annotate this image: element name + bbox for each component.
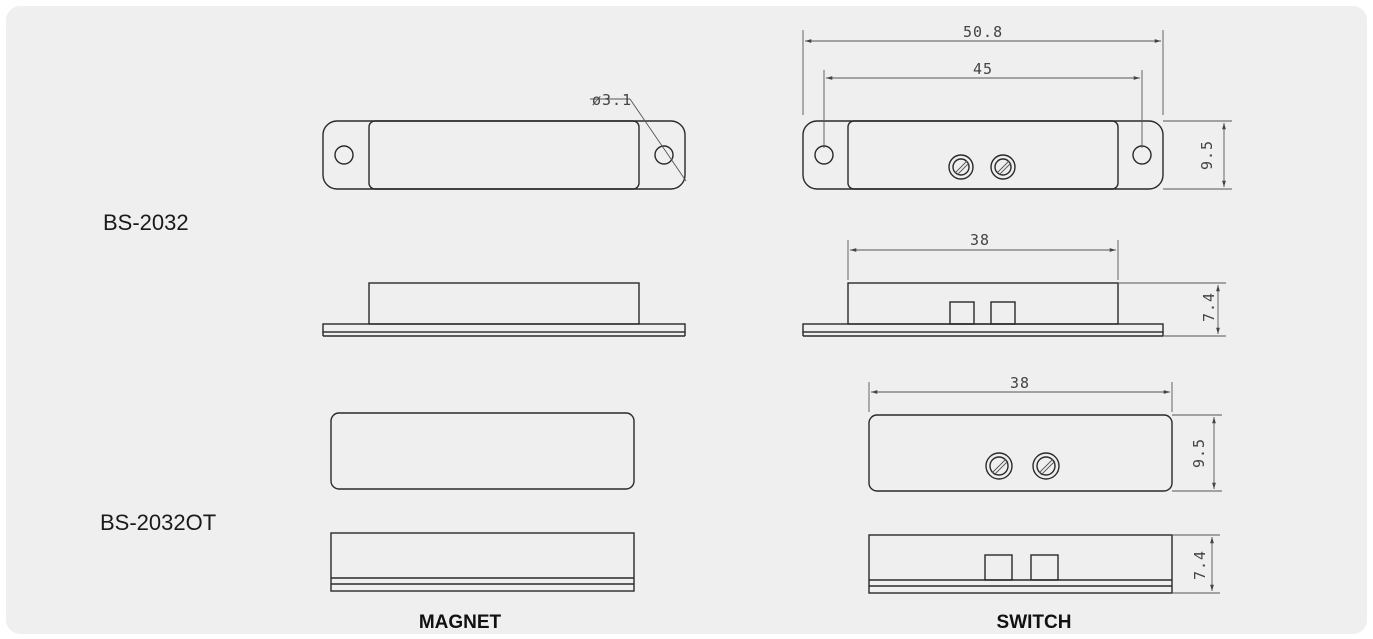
model-label-bs-2032: BS-2032 <box>103 210 189 235</box>
column-label-switch: SWITCH <box>997 612 1072 633</box>
magnet-ot-side-view <box>330 532 635 592</box>
dim-body-length-ot: 38 <box>1010 374 1030 392</box>
dim-line-overall-length <box>802 30 1164 115</box>
magnet-ot-top-view <box>330 412 635 490</box>
drawing-panel <box>6 6 1367 634</box>
dim-line-body-length-ot <box>868 382 1173 412</box>
model-label-bs-2032ot: BS-2032OT <box>100 510 216 535</box>
dim-body-length-side: 38 <box>970 231 990 249</box>
dim-line-height-top <box>1163 120 1232 190</box>
dim-line-hole-spacing <box>823 70 1143 148</box>
dim-line-thickness-ot <box>1172 534 1220 594</box>
magnet-side-view <box>322 282 686 337</box>
switch-top-view <box>802 120 1164 190</box>
dim-line-height-ot <box>1172 414 1222 492</box>
dim-overall-length: 50.8 <box>963 23 1003 41</box>
switch-ot-top-view <box>868 414 1173 492</box>
dim-height-ot: 9.5 <box>1190 438 1208 468</box>
dim-thickness-top: 7.4 <box>1200 292 1218 322</box>
dim-hole-diameter: ø3.1 <box>592 91 632 109</box>
dim-line-thickness-top <box>1118 282 1226 337</box>
magnet-top-view <box>322 98 687 190</box>
column-label-magnet: MAGNET <box>419 612 502 633</box>
dim-thickness-ot: 7.4 <box>1191 550 1209 580</box>
dim-height-top: 9.5 <box>1198 140 1216 170</box>
dim-hole-spacing: 45 <box>973 60 993 78</box>
dim-line-body-length-side <box>847 240 1119 280</box>
switch-ot-side-view <box>868 534 1173 594</box>
switch-side-view <box>802 282 1164 337</box>
